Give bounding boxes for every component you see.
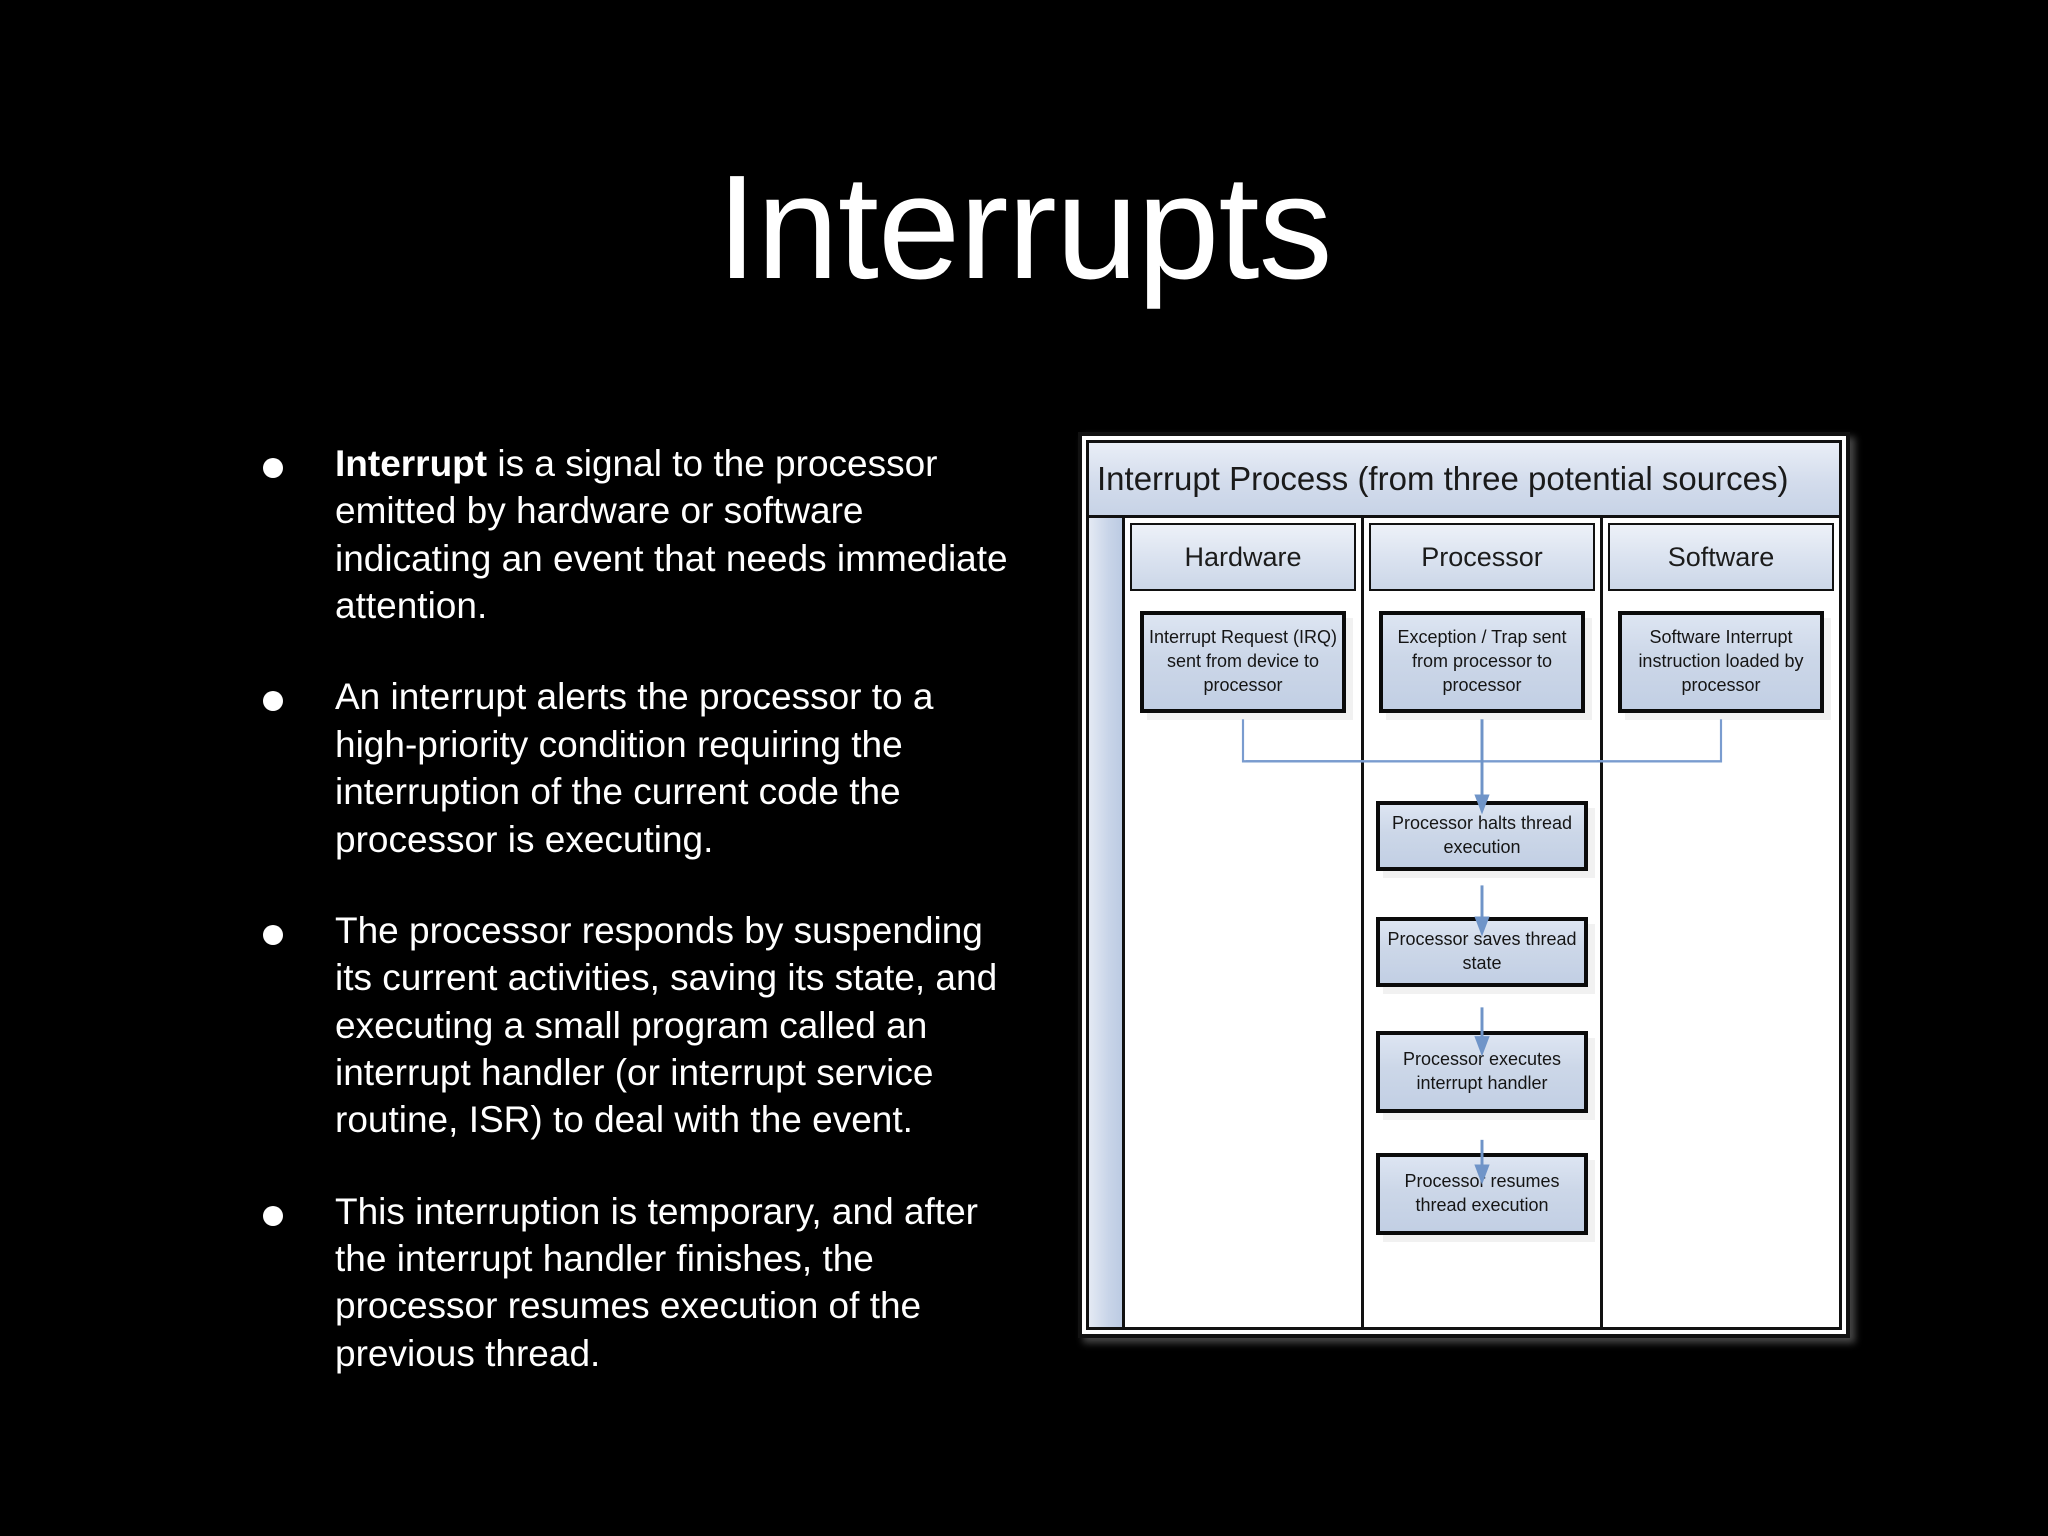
bullet-dot-icon (263, 691, 283, 712)
swimlane-software: Software Software Interrupt instruction … (1597, 518, 1839, 1327)
flow-box-resumes-thread: Processor resumes thread execution (1376, 1153, 1588, 1235)
swimlane-header-software: Software (1608, 523, 1834, 591)
flow-box-label: Interrupt Request (IRQ) sent from device… (1148, 627, 1338, 695)
flow-box-label: Exception / Trap sent from processor to … (1397, 627, 1567, 695)
swimlane-body-software: Software Interrupt instruction loaded by… (1597, 591, 1839, 1327)
flow-box-label: Processor halts thread execution (1391, 813, 1573, 857)
bullet-list: Interrupt is a signal to the processor e… (250, 440, 1010, 1421)
swimlane-label: Software (1667, 541, 1775, 572)
list-item: An interrupt alerts the processor to a h… (250, 673, 1010, 862)
flow-box-saves-state: Processor saves thread state (1376, 917, 1588, 987)
diagram-title-bar: Interrupt Process (from three potential … (1086, 440, 1842, 518)
list-item: Interrupt is a signal to the processor e… (250, 440, 1010, 629)
page-title: Interrupts (716, 145, 1332, 310)
swimlane-processor: Processor Exception / Trap sent from pro… (1246, 518, 1722, 1327)
swimlane-label: Processor (1421, 541, 1543, 572)
bullet-body: is a signal to the processor emitted by … (335, 443, 1008, 627)
diagram-title: Interrupt Process (from three potential … (1097, 460, 1789, 497)
flow-box-halts-thread: Processor halts thread execution (1376, 801, 1588, 871)
flow-box-label: Software Interrupt instruction loaded by… (1638, 627, 1804, 695)
bullet-lead-term: Interrupt (335, 443, 488, 484)
swimlane-hardware: Hardware Interrupt Request (IRQ) sent fr… (1125, 518, 1367, 1327)
interrupt-process-diagram: Interrupt Process (from three potential … (1078, 432, 1850, 1338)
bullet-body: The processor responds by suspending its… (335, 909, 998, 1141)
bullet-text: Interrupt is a signal to the processor e… (335, 440, 1010, 629)
swimlane-label: Hardware (1184, 541, 1302, 572)
diagram-left-gutter (1089, 518, 1125, 1327)
flow-box-label: Processor resumes thread execution (1404, 1171, 1560, 1215)
bullet-dot-icon (263, 458, 283, 478)
bullet-text: This interruption is temporary, and afte… (335, 1188, 1010, 1377)
bullet-dot-icon (263, 924, 283, 945)
list-item: The processor responds by suspending its… (250, 907, 1010, 1144)
bullet-text: An interrupt alerts the processor to a h… (335, 673, 1010, 862)
bullet-body: This interruption is temporary, and afte… (335, 1190, 978, 1374)
flow-box-label: Processor executes interrupt handler (1402, 1049, 1562, 1093)
diagram-swimlanes: Hardware Interrupt Request (IRQ) sent fr… (1086, 518, 1842, 1330)
bullet-dot-icon (263, 1205, 283, 1226)
swimlane-header-processor: Processor (1369, 523, 1595, 591)
flow-box-executes-handler: Processor executes interrupt handler (1376, 1031, 1588, 1113)
swimlane-body-hardware: Interrupt Request (IRQ) sent from device… (1125, 591, 1367, 1327)
flow-box-label: Processor saves thread state (1387, 929, 1577, 973)
flow-box-exception-trap: Exception / Trap sent from processor to … (1379, 611, 1585, 713)
list-item: This interruption is temporary, and afte… (250, 1188, 1010, 1377)
flow-box-irq: Interrupt Request (IRQ) sent from device… (1140, 611, 1346, 713)
bullet-body: An interrupt alerts the processor to a h… (335, 676, 934, 860)
swimlane-header-hardware: Hardware (1130, 523, 1356, 591)
flow-box-software-interrupt: Software Interrupt instruction loaded by… (1618, 611, 1824, 713)
bullet-text: The processor responds by suspending its… (335, 907, 1010, 1144)
swimlane-body-processor: Exception / Trap sent from processor to … (1246, 591, 1722, 1327)
